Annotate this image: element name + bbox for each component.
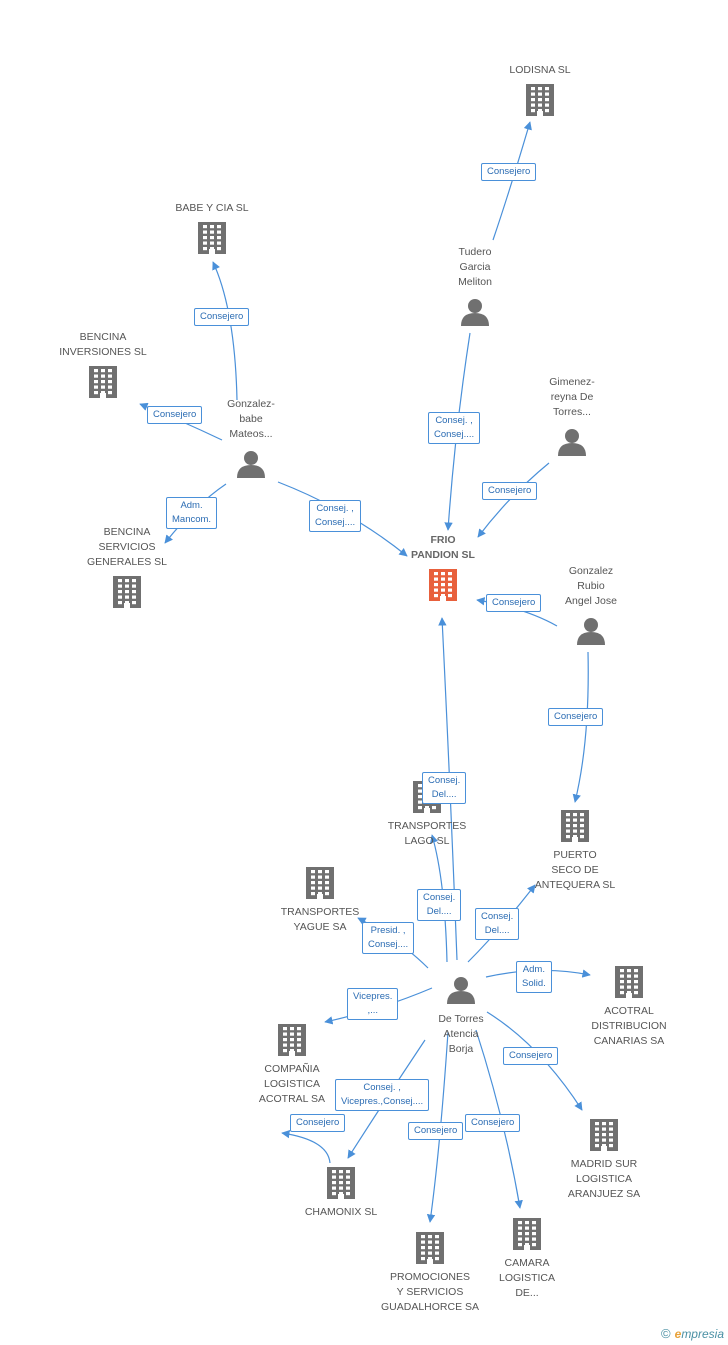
node-label-promociones[interactable]: PROMOCIONES Y SERVICIOS GUADALHORCE SA	[380, 1271, 480, 1313]
person-icon[interactable]	[461, 299, 489, 326]
node-label-chamonix[interactable]: CHAMONIX SL	[304, 1206, 378, 1218]
building-icon[interactable]	[198, 222, 226, 254]
brand-footer: ©empresia	[661, 1326, 724, 1341]
node-label-acotral_dist[interactable]: ACOTRAL DISTRIBUCION CANARIAS SA	[591, 1005, 667, 1047]
building-icon[interactable]	[327, 1167, 355, 1199]
person-icon[interactable]	[577, 618, 605, 645]
building-icon[interactable]	[526, 84, 554, 116]
edge-line	[212, 261, 238, 401]
edge-label[interactable]: Vicepres. ,...	[347, 988, 399, 1020]
building-icon[interactable]	[429, 569, 457, 601]
edge-label[interactable]: Consejero	[481, 163, 537, 181]
edge-label[interactable]: Consej. , Consej....	[309, 500, 362, 532]
node-label-compania[interactable]: COMPAÑIA LOGISTICA ACOTRAL SA	[258, 1063, 326, 1105]
edge-label[interactable]: Consejero	[548, 708, 604, 726]
edge-label[interactable]: Consej. Del....	[475, 908, 520, 940]
edge-line	[572, 651, 589, 803]
node-label-detorres[interactable]: De Torres Atencia Borja	[438, 1013, 484, 1055]
building-icon[interactable]	[89, 366, 117, 398]
person-icon[interactable]	[447, 977, 475, 1004]
edge-line	[281, 1129, 331, 1164]
copyright-symbol: ©	[661, 1326, 671, 1341]
node-label-transp_lago[interactable]: TRANSPORTES LAGO SL	[387, 820, 467, 847]
person-icon[interactable]	[237, 451, 265, 478]
edge-label[interactable]: Consejero	[486, 594, 542, 612]
building-icon[interactable]	[561, 810, 589, 842]
node-label-camara[interactable]: CAMARA LOGISTICA DE...	[498, 1257, 555, 1299]
edge-label[interactable]: Adm. Solid.	[516, 961, 552, 993]
edge-label[interactable]: Consejero	[408, 1122, 464, 1140]
building-icon[interactable]	[416, 1232, 444, 1264]
node-label-frio[interactable]: FRIO PANDION SL	[411, 534, 475, 561]
node-label-puerto[interactable]: PUERTO SECO DE ANTEQUERA SL	[534, 849, 616, 891]
edge-label[interactable]: Consejero	[465, 1114, 521, 1132]
node-label-gimenez[interactable]: Gimenez- reyna De Torres...	[549, 376, 595, 418]
edge-label[interactable]: Consejero	[147, 406, 203, 424]
node-label-gonzalez_r[interactable]: Gonzalez Rubio Angel Jose	[565, 565, 617, 607]
person-icon[interactable]	[558, 429, 586, 456]
node-label-bencina_ser[interactable]: BENCINA SERVICIOS GENERALES SL	[87, 526, 167, 568]
node-label-tudero[interactable]: Tudero Garcia Meliton	[458, 246, 492, 288]
edge-label[interactable]: Consej. , Consej....	[428, 412, 481, 444]
node-label-bencina_inv[interactable]: BENCINA INVERSIONES SL	[59, 331, 147, 358]
building-icon[interactable]	[590, 1119, 618, 1151]
edge-label[interactable]: Consejero	[482, 482, 538, 500]
edge-label[interactable]: Consej. , Vicepres.,Consej....	[335, 1079, 430, 1111]
edge-label[interactable]: Consejero	[290, 1114, 346, 1132]
building-icon[interactable]	[513, 1218, 541, 1250]
node-label-madrid[interactable]: MADRID SUR LOGISTICA ARANJUEZ SA	[567, 1158, 641, 1200]
edge-line	[477, 462, 550, 538]
node-label-babe[interactable]: BABE Y CIA SL	[175, 202, 249, 214]
edge-line	[492, 121, 532, 241]
edge-label[interactable]: Consejero	[503, 1047, 559, 1065]
building-icon[interactable]	[278, 1024, 306, 1056]
building-icon[interactable]	[113, 576, 141, 608]
building-icon[interactable]	[615, 966, 643, 998]
node-label-transp_yag[interactable]: TRANSPORTES YAGUE SA	[280, 906, 360, 933]
building-icon[interactable]	[306, 867, 334, 899]
edge-label[interactable]: Adm. Mancom.	[166, 497, 218, 529]
node-label-lodisna[interactable]: LODISNA SL	[509, 64, 571, 76]
brand-name: mpresia	[681, 1327, 724, 1341]
edge-label[interactable]: Consej. Del....	[422, 772, 467, 804]
brand-e: e	[674, 1327, 682, 1341]
edge-label[interactable]: Consej. Del....	[417, 889, 462, 921]
edge-label[interactable]: Presid. , Consej....	[362, 922, 415, 954]
edge-label[interactable]: Consejero	[194, 308, 250, 326]
node-label-gonzalez_b[interactable]: Gonzalez- babe Mateos...	[227, 398, 275, 440]
